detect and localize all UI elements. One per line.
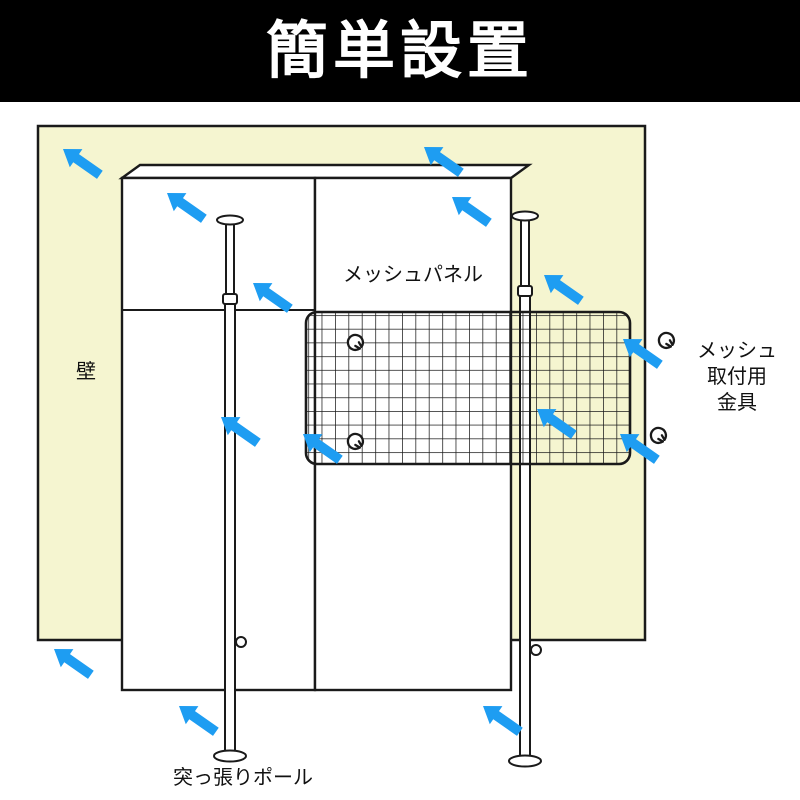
bracket-label-line1: メッシュ: [697, 338, 777, 362]
pole-joint-collar: [222, 293, 238, 305]
pole-adjuster-knob: [530, 644, 542, 656]
pole-lower-tube: [224, 303, 236, 755]
pole-label: 突っ張りポール: [173, 765, 313, 789]
page-title: 簡単設置: [265, 14, 534, 87]
up-left-arrow-icon: [476, 696, 527, 741]
up-left-arrow-icon: [47, 639, 98, 684]
mesh-frame: [304, 310, 632, 466]
pole-top-cap: [511, 210, 539, 222]
mesh-bracket-icon: [657, 331, 676, 350]
pole-joint-collar: [517, 285, 533, 297]
cabinet-top-face: [118, 163, 533, 180]
mesh-bracket-icon: [649, 426, 668, 445]
wall-label: 壁: [76, 359, 96, 383]
mesh-panel-label: メッシュパネル: [343, 262, 483, 286]
pole-base-plate: [508, 754, 542, 768]
cabinet-left: [120, 176, 317, 692]
pole-adjuster-knob: [235, 636, 247, 648]
header-banner: 簡単設置: [0, 0, 800, 102]
tension-pole-left: [213, 214, 247, 763]
pole-upper-tube: [520, 217, 530, 289]
up-left-arrow-icon: [172, 696, 223, 741]
pole-top-cap: [216, 214, 244, 226]
pole-base-plate: [213, 749, 247, 763]
pole-upper-tube: [225, 221, 235, 297]
bracket-label-line3: 金具: [717, 390, 757, 414]
installation-diagram: 壁 メッシュパネル メッシュ 取付用 金具 突っ張りポール: [36, 124, 777, 789]
tension-pole-right: [508, 210, 542, 768]
bracket-label-line2: 取付用: [707, 364, 767, 388]
